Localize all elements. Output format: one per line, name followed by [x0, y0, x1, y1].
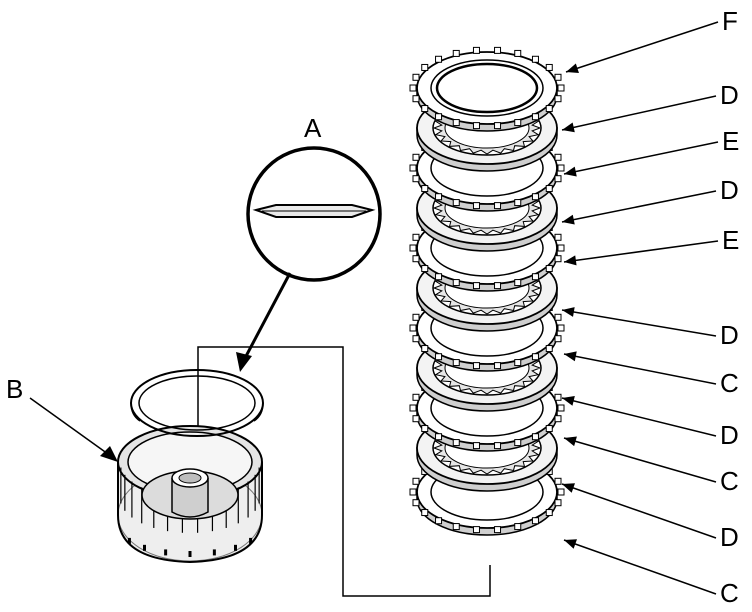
disc-leader-lines	[561, 21, 719, 595]
callout-d2: D	[720, 175, 739, 205]
detail-a-magnifier: A	[246, 113, 382, 282]
leader-5	[563, 240, 719, 263]
leader-10-arrowhead	[562, 483, 575, 493]
leader-3	[563, 141, 719, 175]
callout-a: A	[304, 113, 322, 143]
callout-e1: E	[722, 126, 739, 156]
leader-4	[561, 190, 717, 223]
leader-5-arrowhead	[564, 255, 577, 266]
clutch-drum-icon: B	[6, 374, 263, 564]
callout-b: B	[6, 374, 23, 404]
disc-1-f	[409, 46, 565, 132]
callout-f: F	[722, 6, 738, 36]
leader-4-arrowhead	[562, 214, 575, 225]
leader-11-arrowhead	[564, 539, 577, 549]
disc-callouts: F D E D E D C D C D C	[720, 6, 739, 608]
leader-9	[563, 437, 717, 483]
leader-6	[561, 309, 717, 337]
callout-d4: D	[720, 420, 739, 450]
leader-1-arrowhead	[566, 63, 579, 73]
leader-11	[563, 539, 717, 595]
leader-10	[561, 483, 717, 539]
leader-3-arrowhead	[564, 166, 577, 177]
leader-a-arrowhead	[236, 352, 252, 372]
callout-c2: C	[720, 466, 739, 496]
leader-a	[242, 272, 292, 361]
callout-c1: C	[720, 368, 739, 398]
callout-c3: C	[720, 578, 739, 608]
callout-d3: D	[720, 320, 739, 350]
leader-2	[561, 95, 717, 131]
clutch-disc-stack	[409, 46, 565, 536]
snap-ring-icon	[130, 369, 264, 437]
leader-6-arrowhead	[562, 307, 575, 317]
leader-9-arrowhead	[564, 436, 577, 447]
leader-2-arrowhead	[562, 122, 575, 133]
leader-7	[563, 353, 717, 385]
leader-1	[565, 21, 719, 73]
callout-d1: D	[720, 80, 739, 110]
leader-b-arrowhead	[100, 446, 118, 462]
callout-e2: E	[722, 225, 739, 255]
leader-7-arrowhead	[564, 351, 577, 362]
assembly-bracket-line	[197, 346, 491, 597]
leader-8	[561, 397, 717, 437]
leader-8-arrowhead	[562, 396, 575, 406]
leader-b	[29, 397, 109, 455]
callout-d5: D	[720, 522, 739, 552]
